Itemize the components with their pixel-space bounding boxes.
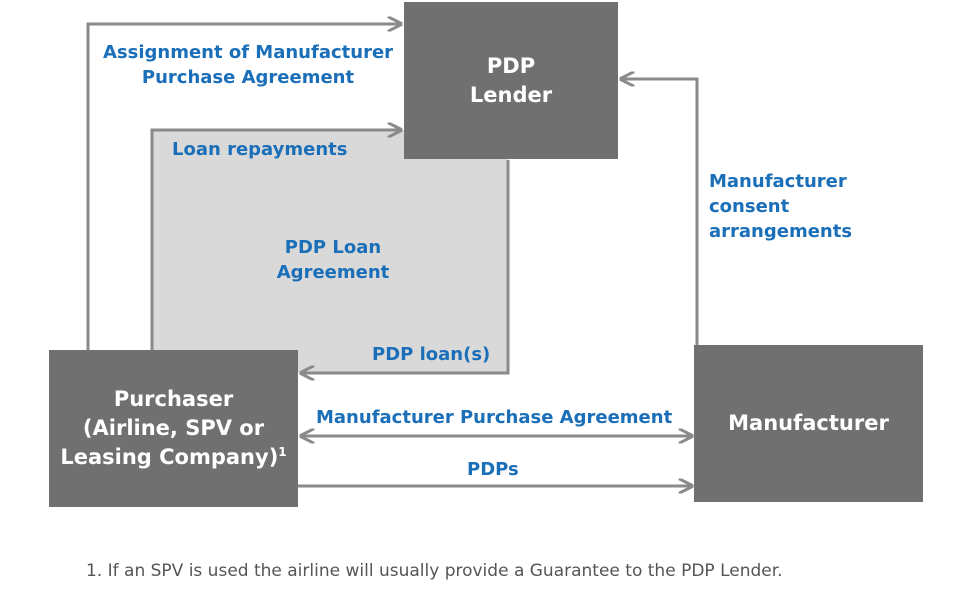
loan-agreement-panel bbox=[152, 130, 508, 373]
pdp-lender-line1: PDP bbox=[486, 53, 536, 78]
pdp-loans-arrow bbox=[301, 160, 510, 373]
pdp-lender-box: PDP Lender bbox=[404, 2, 618, 159]
footnote: 1. If an SPV is used the airline will us… bbox=[86, 561, 783, 581]
purchaser-line3: Leasing Company) bbox=[60, 445, 279, 469]
purchaser-line2: (Airline, SPV or bbox=[82, 416, 265, 440]
manufacturer-box: Manufacturer bbox=[694, 345, 923, 502]
loan-repayments-arrow bbox=[150, 130, 401, 350]
purchaser-box: Purchaser (Airline, SPV or Leasing Compa… bbox=[49, 350, 298, 507]
pdp-lender-line2: Lender bbox=[469, 82, 553, 107]
assignment-arrow bbox=[86, 24, 401, 350]
manufacturer-consent-label: Manufacturer consent arrangements bbox=[709, 169, 852, 244]
footnote-marker: 1 bbox=[278, 445, 287, 459]
manufacturer-label: Manufacturer bbox=[728, 411, 889, 435]
manufacturer-purchase-agreement-label: Manufacturer Purchase Agreement bbox=[316, 407, 673, 428]
manufacturer-consent-arrow bbox=[621, 79, 699, 346]
pdp-loan-agreement-line2: Agreement bbox=[276, 262, 390, 283]
purchaser-line1: Purchaser bbox=[113, 387, 234, 411]
pdps-label: PDPs bbox=[467, 459, 519, 480]
manufacturer-consent-line2: consent bbox=[709, 196, 790, 217]
manufacturer-consent-line1: Manufacturer bbox=[709, 171, 847, 192]
pdp-loan-agreement-line1: PDP Loan bbox=[284, 237, 382, 258]
assignment-line2: Purchase Agreement bbox=[141, 67, 355, 88]
assignment-label: Assignment of Manufacturer Purchase Agre… bbox=[98, 40, 398, 90]
manufacturer-consent-line3: arrangements bbox=[709, 221, 853, 242]
pdp-loan-agreement-label: PDP Loan Agreement bbox=[253, 235, 413, 285]
pdp-loans-label: PDP loan(s) bbox=[372, 344, 491, 365]
assignment-line1: Assignment of Manufacturer bbox=[102, 42, 394, 63]
loan-repayments-label: Loan repayments bbox=[172, 139, 348, 160]
